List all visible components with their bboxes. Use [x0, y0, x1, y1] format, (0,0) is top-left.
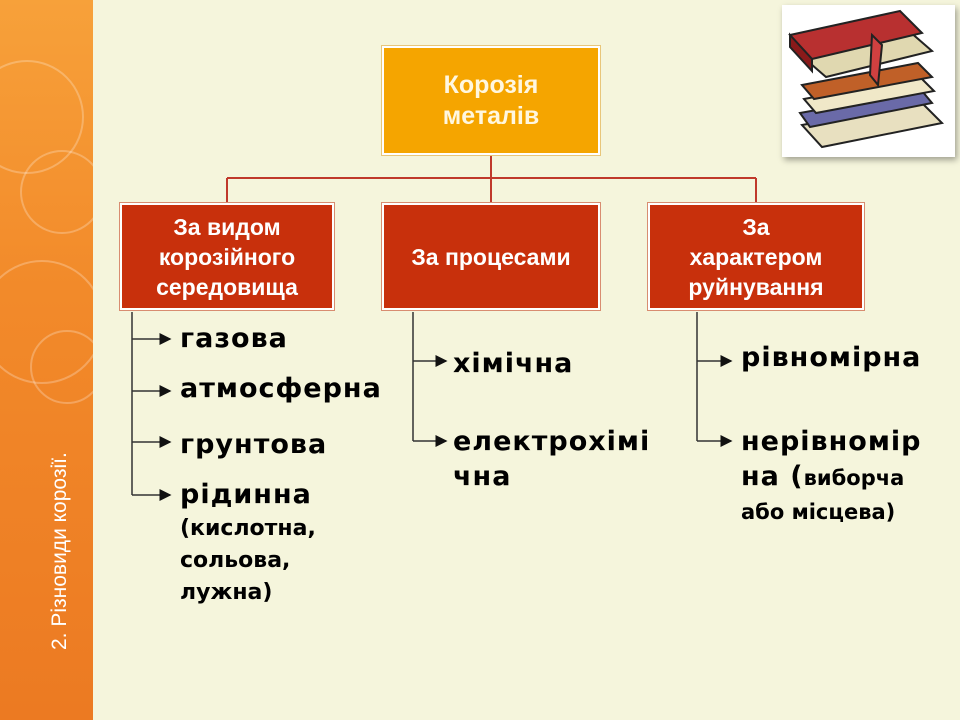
item-gas: газова — [180, 323, 288, 354]
item-nonuniform: на (виборча — [741, 460, 904, 495]
item-liquid-detail: сольова, — [180, 548, 291, 573]
category-destruction: За характером руйнування — [648, 203, 864, 310]
item-liquid-detail: (кислотна, — [180, 516, 316, 541]
category-line: корозійного — [158, 243, 296, 270]
category-line: руйнування — [688, 273, 824, 300]
item-liquid-detail: лужна) — [180, 580, 273, 605]
books-illustration — [782, 5, 955, 157]
item-nonuniform-detail: або місцева) — [741, 500, 896, 524]
item-atmospheric: атмосферна — [180, 373, 382, 404]
item-soil: грунтова — [180, 429, 328, 460]
item-electrochemical: електрохімі — [453, 426, 651, 457]
category-line: За видом — [173, 213, 281, 240]
item-nonuniform-part: на ( — [741, 461, 804, 492]
root-line: Корозія — [443, 70, 539, 99]
category-line: За — [742, 213, 770, 240]
item-nonuniform-small: виборча — [803, 466, 905, 490]
sidebar-panel: 2. Різновиди корозії. — [0, 0, 93, 720]
books-icon — [788, 9, 945, 149]
root-line: металів — [442, 101, 540, 130]
item-uniform: рівномірна — [741, 342, 922, 373]
item-chemical: хімічна — [453, 348, 574, 379]
decorative-ring — [20, 150, 93, 234]
category-processes: За процесами — [382, 203, 600, 310]
category-line: середовища — [156, 273, 298, 300]
category-line: характером — [689, 243, 823, 270]
item-electrochemical: чна — [453, 461, 512, 492]
category-environment: За видом корозійного середовища — [120, 203, 334, 310]
root-node: Корозія металів — [382, 46, 600, 155]
decorative-ring — [30, 330, 93, 404]
item-nonuniform: нерівномір — [741, 426, 922, 457]
item-liquid: рідинна — [180, 479, 312, 510]
category-line: За процесами — [411, 243, 571, 270]
